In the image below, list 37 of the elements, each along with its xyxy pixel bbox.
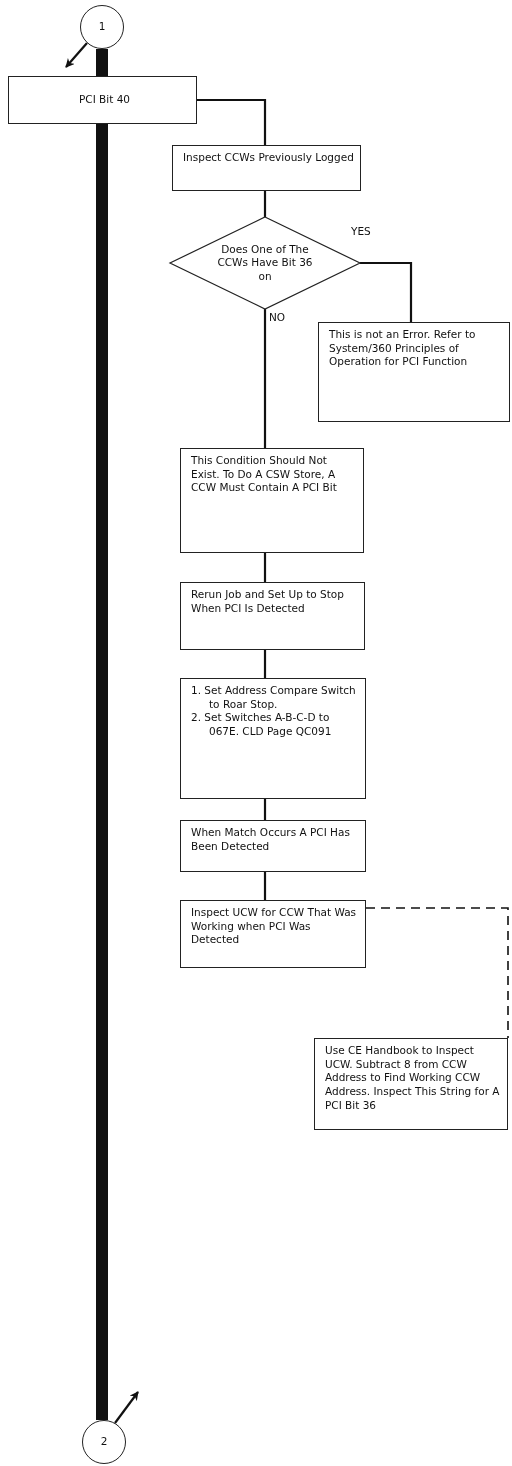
box-text: PCI Bit 40 xyxy=(78,93,130,107)
connector-line xyxy=(360,261,413,322)
connector-line xyxy=(263,650,267,678)
connector-number: 1 xyxy=(98,20,106,34)
box-text: Inspect CCWs Previously Logged xyxy=(183,151,354,165)
process-box xyxy=(314,1038,508,1130)
connector-line xyxy=(263,799,267,820)
entry-arrow xyxy=(114,1391,139,1424)
process-box xyxy=(180,678,366,799)
process-box xyxy=(180,900,366,968)
connector-line xyxy=(263,553,267,582)
connector-number: 2 xyxy=(100,1435,108,1449)
connector-line xyxy=(96,49,108,76)
process-box xyxy=(180,820,366,872)
process-box xyxy=(180,448,364,553)
box-text: Inspect UCW for CCW That Was Working when PCI Was Detected xyxy=(191,906,358,947)
box-text: When Match Occurs A PCI Has Been Detected xyxy=(191,826,351,854)
connector-line xyxy=(263,309,267,448)
list-item: 1. Set Address Compare Switch to Roar Stop. xyxy=(191,684,357,712)
process-box xyxy=(172,145,361,191)
process-box xyxy=(180,582,365,650)
box-text: Does One of The CCWs Have Bit 36 on xyxy=(216,242,314,284)
box-text: Use CE Handbook to Inspect UCW. Subtract 8 from CCW Address to Find Working CCW Address. Inspect This String for A PCI Bit 36 xyxy=(325,1044,501,1113)
connector-line xyxy=(96,124,108,1420)
entry-arrow xyxy=(65,42,88,68)
connector-line xyxy=(365,907,509,1039)
connector-line xyxy=(197,98,267,145)
connector-line xyxy=(263,191,267,217)
connector-circle xyxy=(82,1420,126,1464)
box-text: This Condition Should Not Exist. To Do A CSW Store, A CCW Must Contain A PCI Bit xyxy=(191,454,338,495)
box-text: Rerun Job and Set Up to Stop When PCI Is Detected xyxy=(191,588,345,616)
process-box xyxy=(318,322,510,422)
connector-line xyxy=(263,872,267,900)
process-box xyxy=(8,76,197,124)
box-text: This is not an Error. Refer to System/360 Principles of Operation for PCI Function xyxy=(329,328,477,369)
list-item: 2. Set Switches A-B-C-D to 067E. CLD Page QC091 xyxy=(191,711,333,739)
connector-circle xyxy=(80,5,124,49)
